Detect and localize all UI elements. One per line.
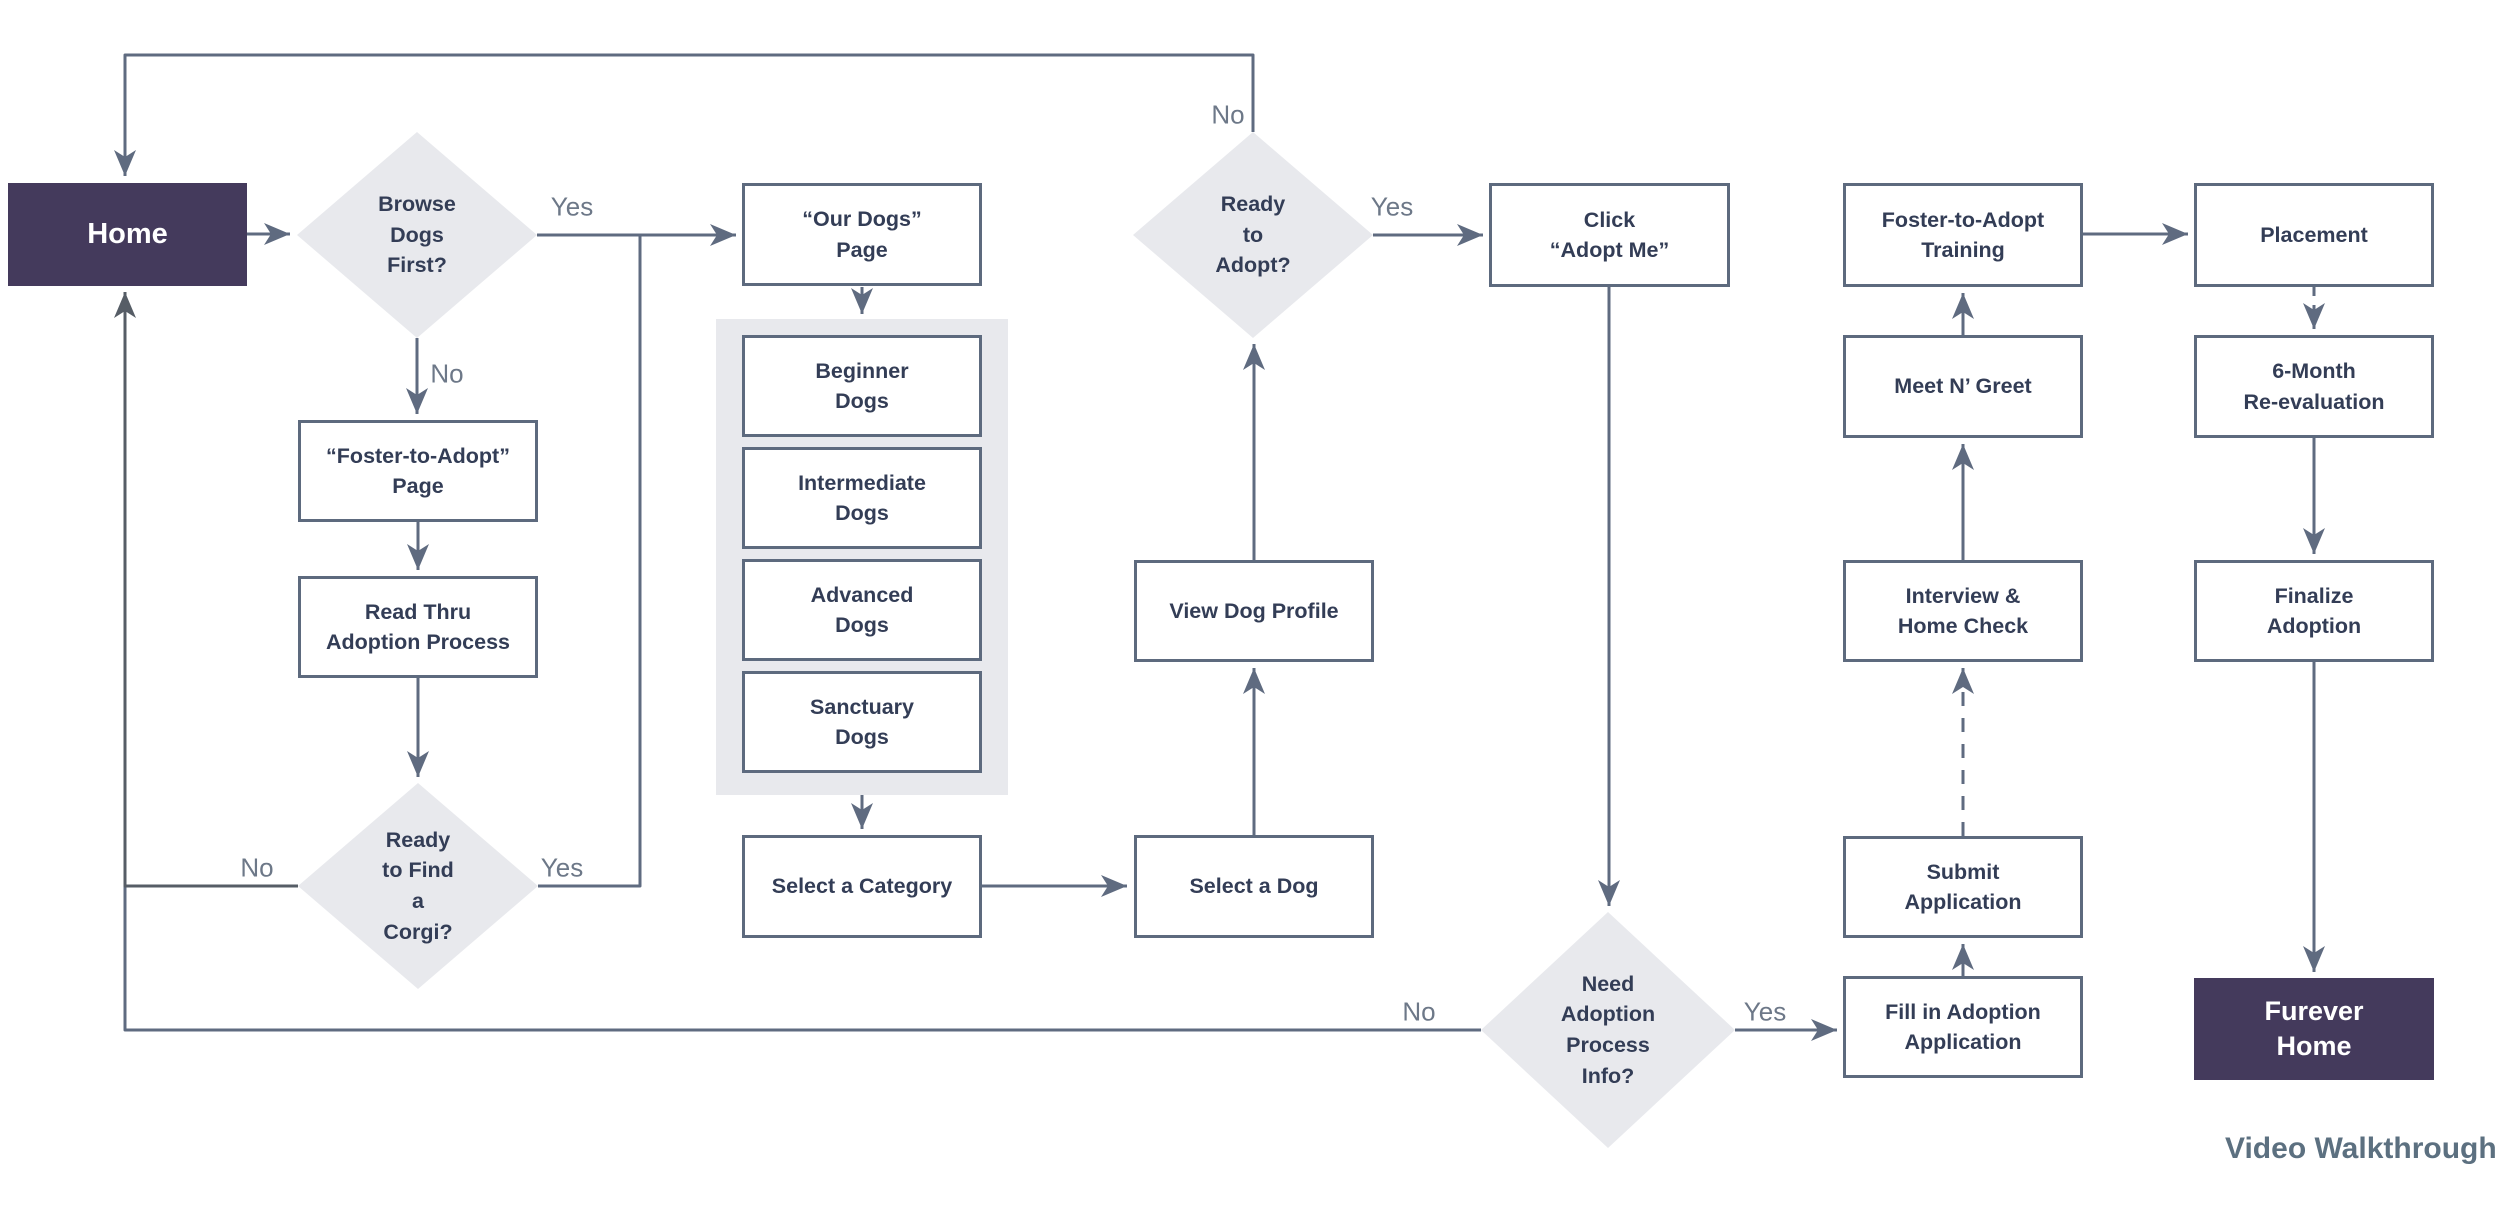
- node-intermediate-dogs-label: Intermediate Dogs: [798, 470, 926, 525]
- node-fill-in-adoption-application-label: Fill in Adoption Application: [1885, 999, 2041, 1054]
- node-read-thru-adoption-process-label: Read Thru Adoption Process: [326, 599, 510, 654]
- node-need-adoption-process-info-label: Need Adoption Process Info?: [1560, 971, 1656, 1088]
- node-placement-label: Placement: [2260, 222, 2368, 247]
- node-interview-home-check: Interview & Home Check: [1843, 560, 2083, 662]
- node-select-a-dog: Select a Dog: [1134, 835, 1374, 938]
- edge-label-adopt-yes: Yes: [1370, 191, 1414, 222]
- node-six-month-re-evaluation-label: 6-Month Re-evaluation: [2243, 359, 2385, 414]
- node-our-dogs-page-label: “Our Dogs” Page: [802, 207, 922, 262]
- node-fill-in-adoption-application: Fill in Adoption Application: [1843, 976, 2083, 1078]
- edge-label-need-no: No: [1402, 996, 1436, 1027]
- node-six-month-re-evaluation: 6-Month Re-evaluation: [2194, 335, 2434, 438]
- node-beginner-dogs-label: Beginner Dogs: [815, 358, 909, 413]
- node-finalize-adoption: Finalize Adoption: [2194, 560, 2434, 662]
- node-furever-home-label: Furever Home: [2264, 995, 2364, 1061]
- node-click-adopt-me-label: Click “Adopt Me”: [1549, 207, 1670, 262]
- node-interview-home-check-label: Interview & Home Check: [1897, 583, 2029, 638]
- node-placement: Placement: [2194, 183, 2434, 287]
- node-ready-to-adopt-label: Ready to Adopt?: [1215, 192, 1291, 278]
- node-ready-to-find-a-corgi-label: Ready to Find a Corgi?: [382, 827, 454, 944]
- node-foster-to-adopt-training: Foster-to-Adopt Training: [1843, 183, 2083, 287]
- node-select-a-category-label: Select a Category: [771, 874, 953, 899]
- node-advanced-dogs: Advanced Dogs: [742, 559, 982, 661]
- node-home: Home: [8, 183, 247, 286]
- node-finalize-adoption-label: Finalize Adoption: [2266, 583, 2362, 638]
- node-submit-application: Submit Application: [1843, 836, 2083, 938]
- node-beginner-dogs: Beginner Dogs: [742, 335, 982, 437]
- edge-label-corgi-no: No: [240, 852, 274, 883]
- node-submit-application-label: Submit Application: [1904, 859, 2022, 914]
- node-view-dog-profile: View Dog Profile: [1134, 560, 1374, 662]
- node-read-thru-adoption-process: Read Thru Adoption Process: [298, 576, 538, 678]
- node-browse-dogs-first-label: Browse Dogs First?: [378, 192, 456, 278]
- node-sanctuary-dogs: Sanctuary Dogs: [742, 671, 982, 773]
- node-select-a-dog-label: Select a Dog: [1189, 874, 1319, 899]
- node-select-a-category: Select a Category: [742, 835, 982, 938]
- video-walkthrough-link[interactable]: Video Walkthrough ✕: [2225, 1131, 2500, 1166]
- video-walkthrough-label: Video Walkthrough: [2225, 1131, 2497, 1165]
- node-intermediate-dogs: Intermediate Dogs: [742, 447, 982, 549]
- edge-label-adopt-no: No: [1211, 99, 1245, 130]
- node-advanced-dogs-label: Advanced Dogs: [810, 582, 914, 637]
- node-view-dog-profile-label: View Dog Profile: [1169, 598, 1339, 623]
- node-foster-to-adopt-page: “Foster-to-Adopt” Page: [298, 420, 538, 522]
- edge-label-browse-no: No: [430, 358, 464, 389]
- edge-label-browse-yes: Yes: [550, 191, 594, 222]
- node-meet-n-greet: Meet N’ Greet: [1843, 335, 2083, 438]
- node-click-adopt-me: Click “Adopt Me”: [1489, 183, 1730, 287]
- node-our-dogs-page: “Our Dogs” Page: [742, 183, 982, 286]
- node-meet-n-greet-label: Meet N’ Greet: [1894, 374, 2032, 399]
- node-foster-to-adopt-training-label: Foster-to-Adopt Training: [1881, 207, 2045, 262]
- node-home-label: Home: [87, 217, 168, 250]
- edge-label-need-yes: Yes: [1743, 996, 1787, 1027]
- edge-label-corgi-yes: Yes: [540, 852, 584, 883]
- node-foster-to-adopt-page-label: “Foster-to-Adopt” Page: [326, 443, 510, 498]
- node-furever-home: Furever Home: [2194, 978, 2434, 1080]
- node-sanctuary-dogs-label: Sanctuary Dogs: [810, 694, 914, 749]
